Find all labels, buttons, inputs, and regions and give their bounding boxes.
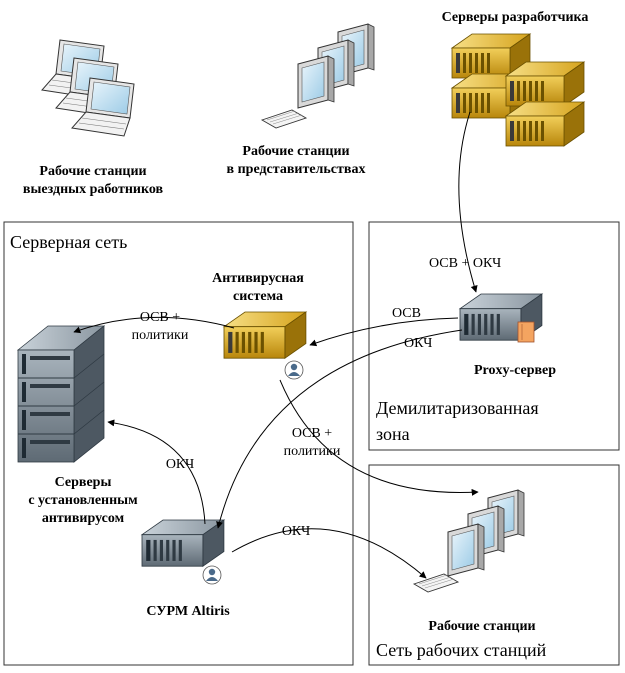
edge-av-to-workstations	[279, 379, 479, 496]
office-ws-label-2: в представительствах	[227, 162, 366, 177]
edge-altiris-to-ws-label: ОКЧ	[282, 524, 310, 539]
workstations-icon	[413, 489, 525, 593]
field-workers-label-2: выездных работников	[23, 182, 164, 197]
dev-servers-icon	[451, 33, 585, 147]
edge-av-to-ws-label-2: политики	[284, 444, 341, 459]
office-workstations-icon	[261, 23, 375, 129]
laptops-icon	[41, 39, 135, 137]
proxy-server-icon	[459, 293, 543, 343]
workstations-label: Рабочие станции	[428, 619, 535, 634]
proxy-label: Proxy-сервер	[474, 363, 556, 378]
altiris-label: СУРМ Altiris	[146, 604, 230, 619]
office-ws-label-1: Рабочие станции	[242, 144, 349, 159]
servers-label-1: Серверы	[55, 475, 112, 490]
edge-proxy-to-av-label: ОСВ	[392, 306, 421, 321]
altiris-server-icon	[141, 519, 225, 585]
edge-altiris-to-servers	[107, 419, 206, 525]
edge-altiris-to-workstations	[231, 528, 427, 579]
edge-altiris-to-servers-label: ОКЧ	[166, 457, 194, 472]
edge-av-to-servers-label-2: политики	[132, 328, 189, 343]
zone-workstations-net-title: Сеть рабочих станций	[376, 640, 547, 660]
zone-dmz-title-1: Демилитаризованная	[376, 398, 539, 418]
field-workers-label-1: Рабочие станции	[39, 164, 146, 179]
edge-proxy-to-av	[309, 317, 459, 347]
server-rack-icon	[16, 325, 106, 463]
edge-proxy-to-altiris-label: ОКЧ	[404, 336, 432, 351]
edge-dev-to-proxy	[458, 111, 478, 293]
zone-dmz	[368, 221, 620, 451]
servers-label-3: антивирусом	[42, 511, 125, 526]
zone-dmz-title-2: зона	[376, 424, 410, 444]
antivirus-label-2: система	[233, 289, 283, 304]
edge-proxy-to-altiris	[216, 329, 463, 529]
antivirus-label-1: Антивирусная	[212, 271, 304, 286]
zone-server-net	[3, 221, 354, 666]
zone-workstations-net	[368, 464, 620, 666]
antivirus-server-icon	[223, 311, 307, 380]
zone-server-net-title: Серверная сеть	[10, 232, 127, 252]
edge-av-to-ws-label-1: ОСВ +	[292, 426, 332, 441]
edge-av-to-servers	[73, 316, 235, 334]
servers-label-2: с установленным	[28, 493, 138, 508]
dev-servers-label: Серверы разработчика	[442, 10, 589, 25]
edge-dev-to-proxy-label: ОСВ + ОКЧ	[429, 256, 501, 271]
edge-av-to-servers-label-1: ОСВ +	[140, 310, 180, 325]
